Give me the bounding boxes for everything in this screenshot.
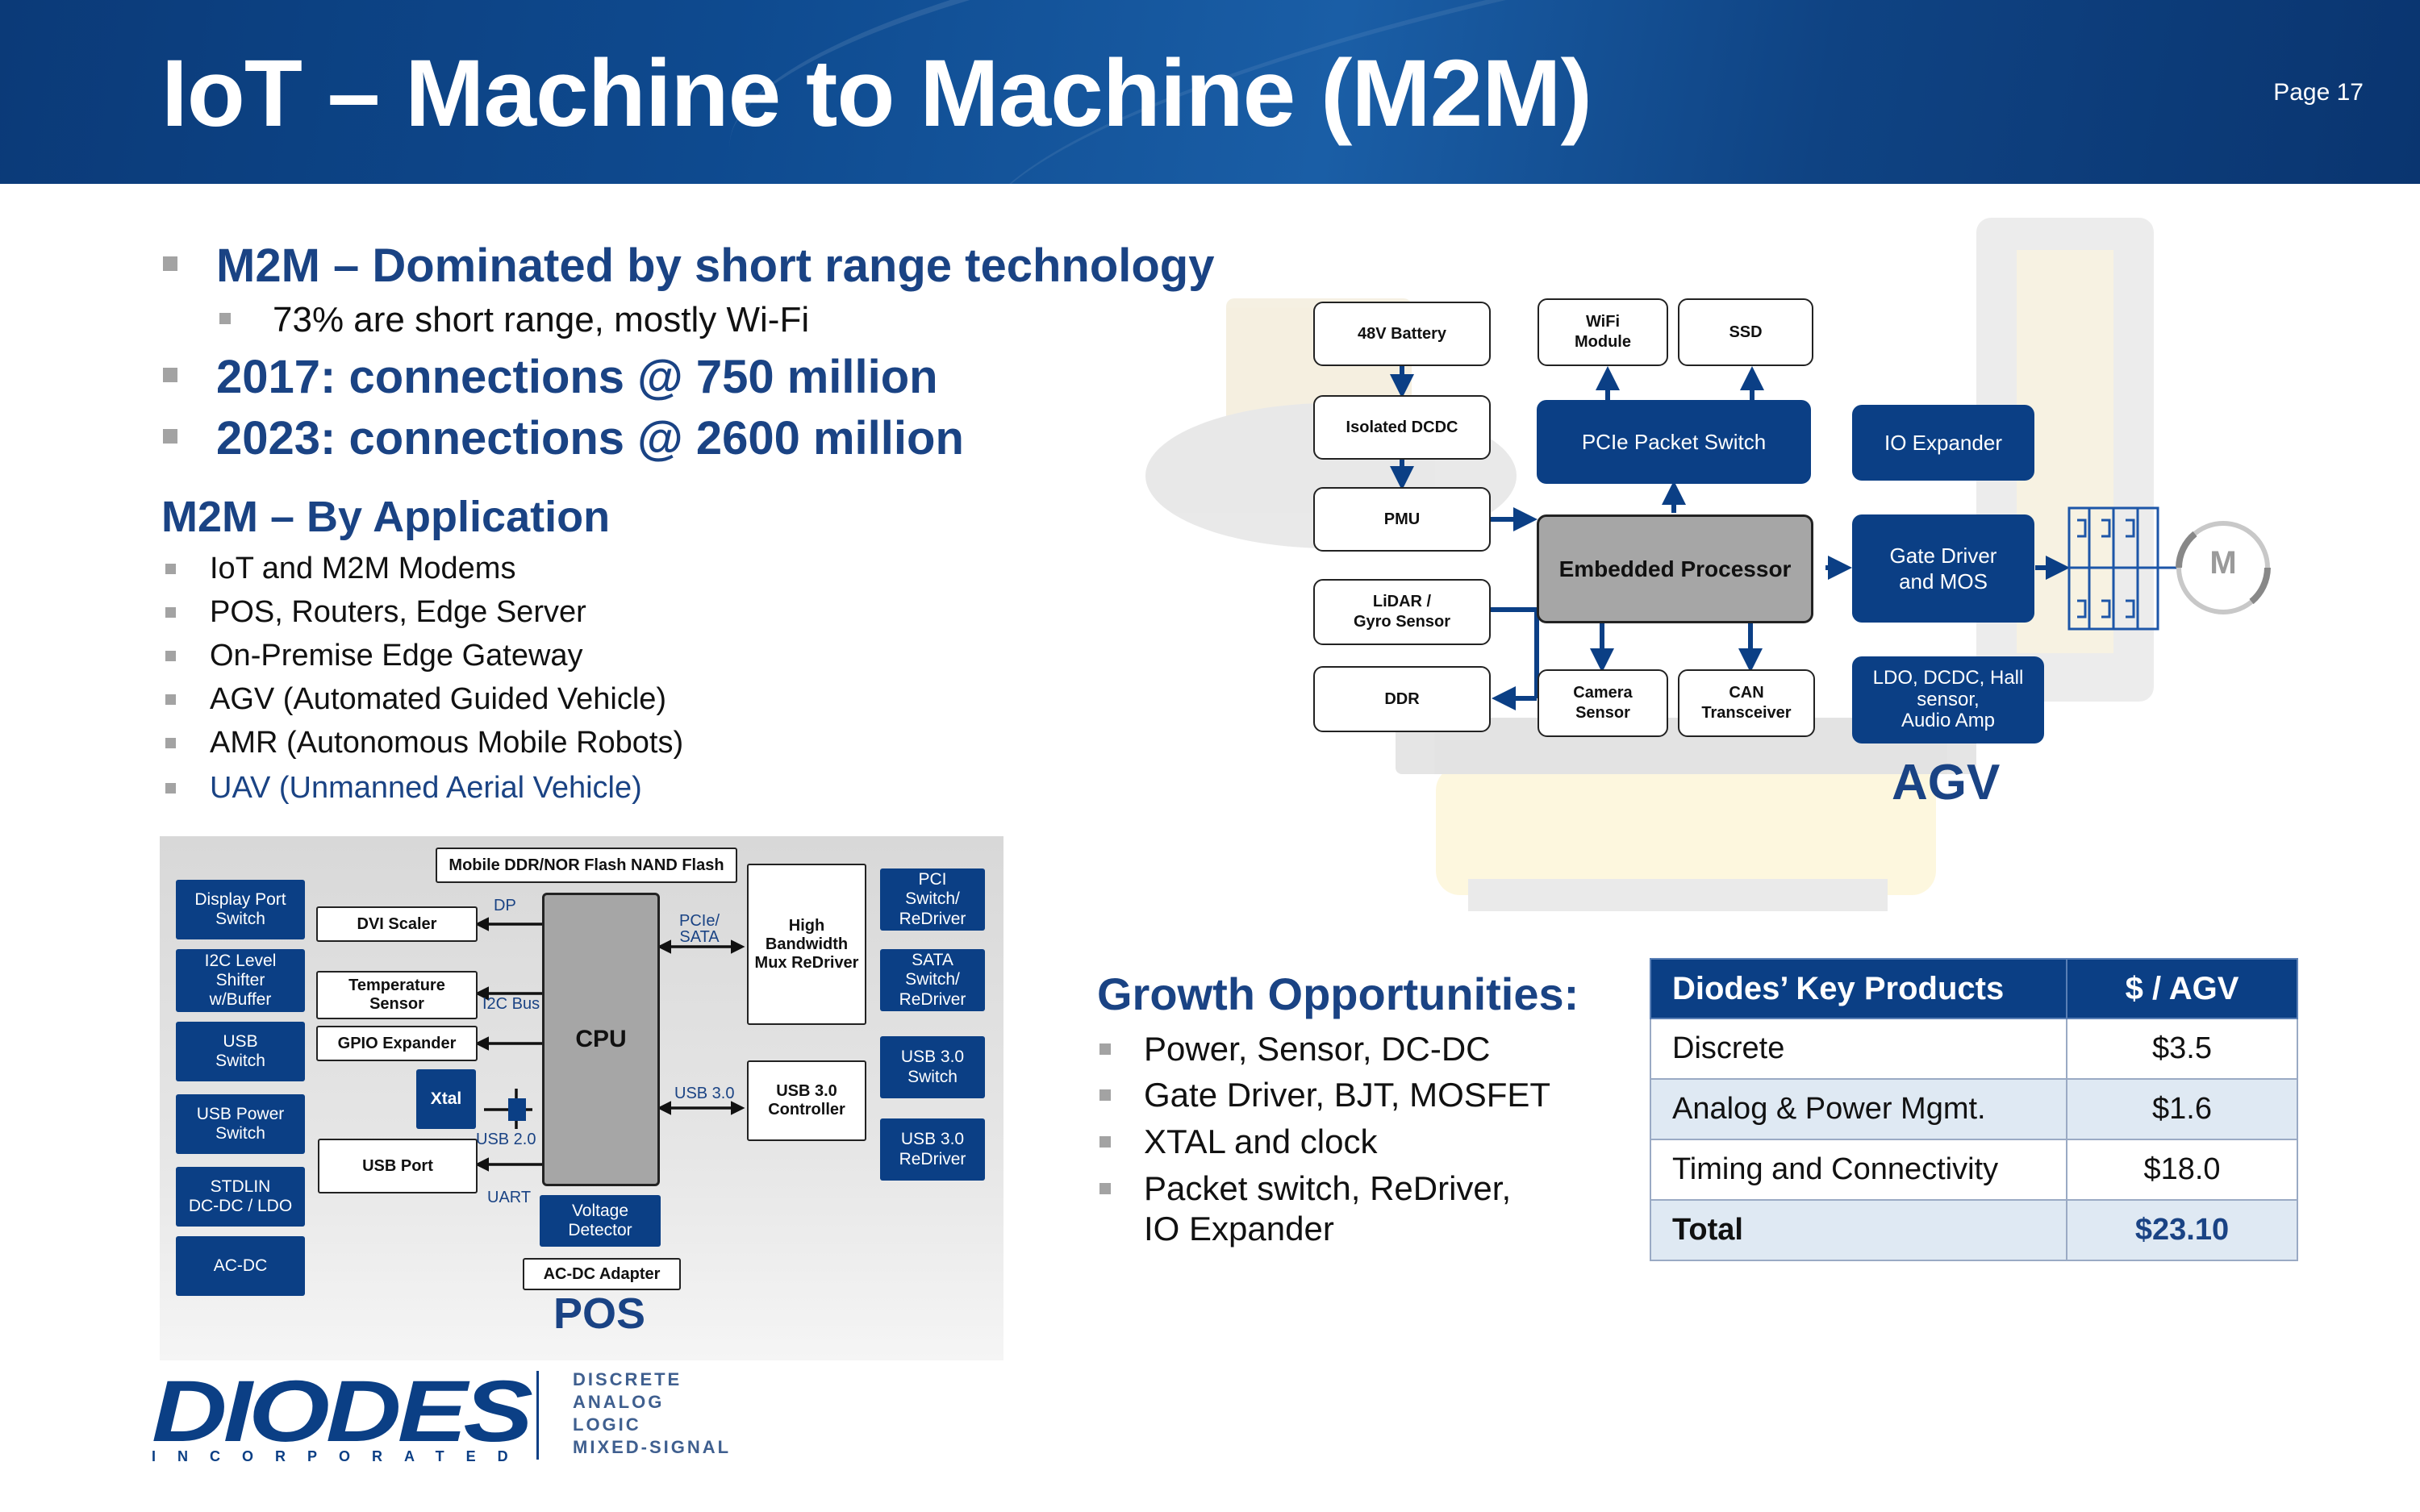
can-transceiver-block: CAN Transceiver xyxy=(1678,669,1815,737)
pos-pci-switch: PCI Switch/ ReDriver xyxy=(880,868,985,931)
pmu-block: PMU xyxy=(1313,487,1491,552)
bullet-square-icon xyxy=(1099,1089,1111,1101)
bullet-square-icon xyxy=(165,783,176,793)
pos-label-usb2: USB 2.0 xyxy=(476,1131,536,1148)
table-row: Analog & Power Mgmt. $1.6 xyxy=(1650,1078,2298,1140)
bullet-m2m-short-range: M2M – Dominated by short range technolog… xyxy=(163,239,1214,293)
camera-sensor-block: Camera Sensor xyxy=(1538,669,1668,737)
header-banner: IoT – Machine to Machine (M2M) Page 17 xyxy=(0,0,2420,184)
ddr-block: DDR xyxy=(1313,666,1491,732)
bullet-square-icon xyxy=(163,368,177,382)
slide-title: IoT – Machine to Machine (M2M) xyxy=(161,40,1592,147)
diodes-logo: DIODES INCORPORATED xyxy=(152,1362,533,1465)
bullet-square-icon xyxy=(165,694,176,705)
agv-label: AGV xyxy=(1892,755,2001,810)
table-cell: $1.6 xyxy=(2066,1078,2298,1140)
logo-wordmark: DIODES xyxy=(152,1362,533,1460)
io-expander-block: IO Expander xyxy=(1852,405,2034,481)
bullet-square-icon xyxy=(165,564,176,574)
table-header-row: Diodes’ Key Products $ / AGV xyxy=(1650,958,2298,1019)
table-cell: $23.10 xyxy=(2066,1199,2298,1261)
application-item: On-Premise Edge Gateway xyxy=(165,639,583,673)
bullet-square-icon xyxy=(1099,1043,1111,1055)
pos-dvi-scaler: DVI Scaler xyxy=(316,906,478,942)
bullet-square-icon xyxy=(219,313,231,324)
pos-acdc-block: AC-DC xyxy=(176,1236,305,1296)
pos-usb3-controller: USB 3.0 Controller xyxy=(747,1060,866,1141)
table-row: Discrete $3.5 xyxy=(1650,1018,2298,1080)
growth-title: Growth Opportunities: xyxy=(1097,968,1579,1019)
bullet-2023: 2023: connections @ 2600 million xyxy=(163,411,964,465)
pos-xtal-block: Xtal xyxy=(416,1069,476,1129)
table-total-row: Total $23.10 xyxy=(1650,1199,2298,1261)
pos-usb-power-switch: USB Power Switch xyxy=(176,1094,305,1154)
table-cell: Analog & Power Mgmt. xyxy=(1650,1078,2067,1140)
bullet-square-icon xyxy=(163,256,177,271)
bullet-square-icon xyxy=(165,651,176,661)
pos-temp-sensor: Temperature Sensor xyxy=(316,971,478,1019)
growth-item: XTAL and clock xyxy=(1099,1122,1377,1162)
table-cell: $18.0 xyxy=(2066,1139,2298,1201)
application-item: AMR (Autonomous Mobile Robots) xyxy=(165,726,683,760)
table-cell: $3.5 xyxy=(2066,1018,2298,1080)
lidar-gyro-block: LiDAR / Gyro Sensor xyxy=(1313,579,1491,645)
pos-voltage-detector: Voltage Detector xyxy=(540,1195,661,1247)
growth-item: Gate Driver, BJT, MOSFET xyxy=(1099,1075,1550,1115)
table-cell: Timing and Connectivity xyxy=(1650,1139,2067,1201)
bullet-73-percent: 73% are short range, mostly Wi-Fi xyxy=(219,300,809,340)
pos-gpio-expander: GPIO Expander xyxy=(316,1026,478,1061)
pos-usb-switch: USB Switch xyxy=(176,1022,305,1081)
isolated-dcdc-block: Isolated DCDC xyxy=(1313,395,1491,460)
table-row: Timing and Connectivity $18.0 xyxy=(1650,1139,2298,1201)
pos-flash-block: Mobile DDR/NOR Flash NAND Flash xyxy=(436,848,737,883)
ssd-block: SSD xyxy=(1678,298,1813,366)
bullet-square-icon xyxy=(1099,1183,1111,1194)
application-item: IoT and M2M Modems xyxy=(165,552,515,586)
growth-item: Packet switch, ReDriver, IO Expander xyxy=(1099,1168,1511,1249)
table-cell: Discrete xyxy=(1650,1018,2067,1080)
table-header-price: $ / AGV xyxy=(2066,958,2298,1019)
application-item: AGV (Automated Guided Vehicle) xyxy=(165,682,666,717)
ldo-dcdc-block: LDO, DCDC, Hall sensor, Audio Amp xyxy=(1852,656,2044,744)
logo-divider xyxy=(536,1371,539,1460)
bullet-square-icon xyxy=(165,738,176,748)
bullet-2017: 2017: connections @ 750 million xyxy=(163,350,938,404)
logo-subtitle: INCORPORATED xyxy=(152,1448,530,1464)
pos-label-usb3: USB 3.0 xyxy=(674,1085,735,1102)
pos-high-bandwidth-mux: High Bandwidth Mux ReDriver xyxy=(747,864,866,1025)
motor-label: M xyxy=(2209,545,2237,581)
pos-label: POS xyxy=(553,1289,646,1338)
table-header-products: Diodes’ Key Products xyxy=(1650,958,2067,1019)
pos-acdc-adapter: AC-DC Adapter xyxy=(523,1258,681,1290)
bullet-square-icon xyxy=(165,607,176,618)
key-products-table: Diodes’ Key Products $ / AGV Discrete $3… xyxy=(1650,958,2298,1261)
pos-label-dp: DP xyxy=(494,897,516,914)
pos-label-i2c: I2C Bus xyxy=(482,995,540,1013)
bullet-square-icon xyxy=(1099,1136,1111,1148)
application-item: UAV (Unmanned Aerial Vehicle) xyxy=(165,771,642,806)
page-number: Page 17 xyxy=(2273,79,2364,106)
pos-sata-switch: SATA Switch/ ReDriver xyxy=(880,949,985,1011)
pcie-switch-block: PCIe Packet Switch xyxy=(1537,400,1811,484)
pos-usb3-redriver: USB 3.0 ReDriver xyxy=(880,1118,985,1181)
pos-cpu-block: CPU xyxy=(542,893,660,1186)
bullet-square-icon xyxy=(163,429,177,444)
table-cell: Total xyxy=(1650,1199,2067,1261)
applications-heading: M2M – By Application xyxy=(161,493,611,541)
application-item: POS, Routers, Edge Server xyxy=(165,595,586,630)
gate-driver-block: Gate Driver and MOS xyxy=(1852,514,2034,623)
pos-displayport-switch: Display Port Switch xyxy=(176,880,305,939)
wifi-module-block: WiFi Module xyxy=(1538,298,1668,366)
embedded-processor-block: Embedded Processor xyxy=(1537,514,1813,623)
pos-i2c-shifter: I2C Level Shifter w/Buffer xyxy=(176,949,305,1012)
pos-stdlin-block: STDLIN DC-DC / LDO xyxy=(176,1167,305,1227)
pos-label-pcie: PCIe/ SATA xyxy=(679,912,720,946)
logo-tagline: DISCRETE ANALOG LOGIC MIXED-SIGNAL xyxy=(573,1369,732,1457)
pos-label-uart: UART xyxy=(487,1189,532,1206)
pos-usb3-switch: USB 3.0 Switch xyxy=(880,1036,985,1098)
pos-usb-port: USB Port xyxy=(318,1139,478,1193)
growth-item: Power, Sensor, DC-DC xyxy=(1099,1029,1490,1069)
battery-block: 48V Battery xyxy=(1313,302,1491,366)
